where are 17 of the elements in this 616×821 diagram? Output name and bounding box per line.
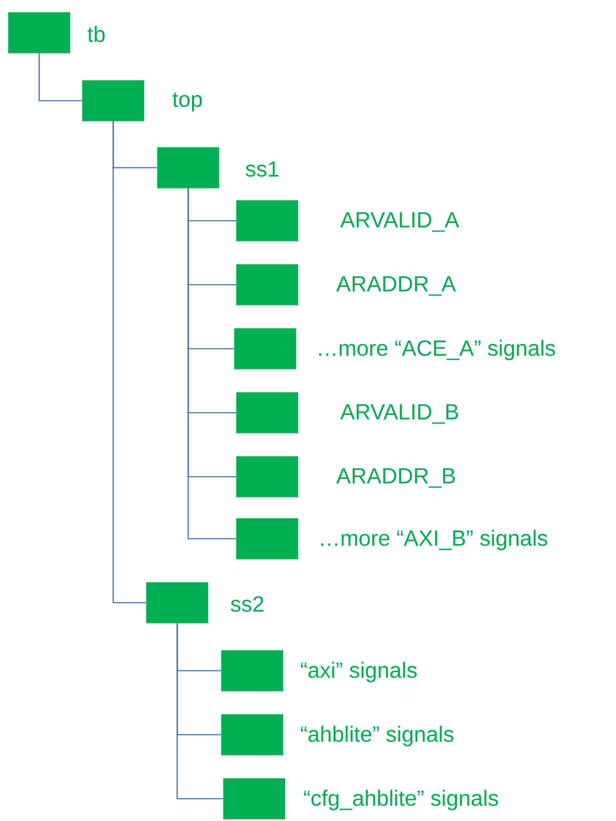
node-label: tb (88, 26, 105, 42)
node-label: ARVALID_B (340, 404, 458, 424)
node-label: ARADDR_B (336, 468, 455, 488)
connector-line (176, 623, 223, 800)
node-label: ARADDR_A (336, 276, 456, 296)
connector-line (188, 188, 236, 540)
node-label: “axi” signals (301, 662, 417, 682)
node-label: …more “AXI_B” signals (321, 530, 548, 550)
node-label: top (172, 92, 202, 112)
node-label: “cfg_ahblite” signals (304, 790, 498, 810)
node-label: ARVALID_A (340, 212, 460, 232)
node-label: …more “ACE_A” signals (319, 340, 555, 360)
node-label: “ahblite” signals (301, 726, 454, 746)
node-label: ss1 (246, 161, 278, 177)
connector-line (112, 121, 146, 604)
node-label: ss2 (230, 596, 264, 612)
connector-line (38, 53, 82, 102)
